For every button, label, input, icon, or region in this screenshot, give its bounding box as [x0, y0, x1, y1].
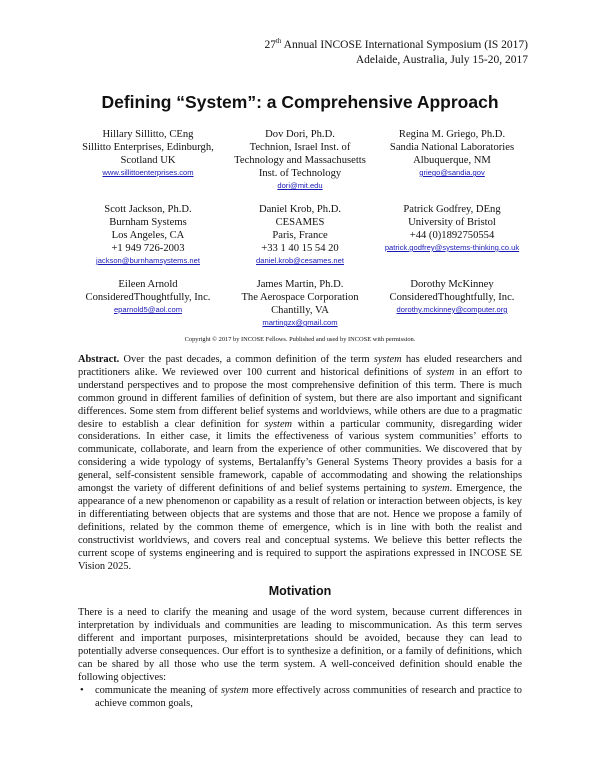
author-affiliation-line: Paris, France: [272, 230, 328, 241]
author-affiliation-line: Scotland UK: [120, 155, 176, 166]
author-affiliation-line: +33 1 40 15 54 20: [261, 243, 339, 254]
conference-header: 27th Annual INCOSE International Symposi…: [264, 34, 528, 68]
italic-term: system: [264, 418, 293, 430]
author-affiliation-line: Technion, Israel Inst. of: [249, 142, 351, 153]
author-email-link[interactable]: dori@mit.edu: [277, 181, 323, 190]
author-affiliation-line: Chantilly, VA: [271, 305, 329, 316]
conference-line-2: Adelaide, Australia, July 15-20, 2017: [355, 53, 528, 66]
author-name: Hillary Sillitto, CEng: [102, 129, 194, 140]
author-block: Daniel Krob, Ph.D. CESAMES Paris, France +3…: [224, 203, 376, 266]
section-heading-motivation: Motivation: [268, 584, 332, 598]
author-block: Regina M. Griego, Ph.D. Sandia National L…: [376, 128, 528, 191]
author-name: James Martin, Ph.D.: [256, 279, 344, 290]
author-affiliation-line: Albuquerque, NM: [413, 155, 491, 166]
text-run: within a particular community, disregard…: [78, 418, 522, 495]
author-email-link[interactable]: dorothy.mckinney@computer.org: [396, 305, 508, 314]
author-email-link[interactable]: martingzx@gmail.com: [262, 318, 338, 327]
text-run: in an effort to understand perspectives …: [78, 366, 523, 430]
copyright-notice: Copyright © 2017 by INCOSE Fellows. Publ…: [184, 336, 416, 343]
objectives-list: • communicate the meaning of system more …: [78, 685, 522, 711]
author-name: Dov Dori, Ph.D.: [265, 129, 335, 140]
author-name: Patrick Godfrey, DEng: [403, 204, 501, 215]
author-name: Eileen Arnold: [118, 279, 178, 290]
paper-title: Defining “System”: a Comprehensive Appro…: [101, 92, 499, 112]
author-affiliation-line: Technology and Massachusetts: [234, 155, 366, 166]
author-affiliation-line: ConsideredThoughtfully, Inc.: [389, 292, 515, 303]
text-run: has eluded researchers and practitioners…: [78, 354, 522, 378]
italic-term: system: [220, 685, 249, 696]
author-affiliation-line: Sillitto Enterprises, Edinburgh,: [82, 142, 214, 153]
text-run: more effectively across communities of r…: [95, 685, 523, 709]
author-affiliation-line: University of Bristol: [408, 217, 496, 228]
author-email-link[interactable]: eparnold5@aol.com: [113, 305, 183, 314]
bullet-icon: •: [80, 685, 84, 696]
author-email-link[interactable]: www.sillittoenterprises.com: [102, 168, 194, 177]
motivation-paragraph: There is a need to clarify the meaning a…: [78, 607, 522, 683]
author-name: Dorothy McKinney: [410, 279, 494, 290]
author-name: Scott Jackson, Ph.D.: [104, 204, 192, 215]
conference-name: Annual INCOSE International Symposium (I…: [281, 38, 528, 51]
abstract-paragraph: Abstract. Over the past decades, a commo…: [78, 354, 522, 573]
author-email-link[interactable]: griego@sandia.gov: [419, 168, 485, 177]
author-block: Dov Dori, Ph.D. Technion, Israel Inst. of…: [224, 128, 376, 191]
author-affiliation-line: Los Angeles, CA: [111, 230, 185, 241]
italic-term: system: [426, 366, 455, 378]
conference-ordinal-suffix: th: [275, 37, 282, 45]
author-email-link[interactable]: patrick.godfrey@systems-thinking.co.uk: [384, 243, 520, 252]
author-affiliation-line: Inst. of Technology: [258, 168, 342, 179]
text-run: Over the past decades, a common definiti…: [119, 354, 374, 365]
author-name: Regina M. Griego, Ph.D.: [398, 129, 506, 140]
italic-term: system: [421, 483, 450, 495]
author-affiliation-line: ConsideredThoughtfully, Inc.: [85, 292, 211, 303]
text-run: communicate the meaning of: [95, 685, 221, 696]
author-affiliation-line: CESAMES: [275, 217, 325, 228]
author-affiliation-line: +44 (0)1892750554: [409, 230, 495, 241]
author-affiliation-line: +1 949 726-2003: [111, 243, 185, 254]
author-affiliation-line: Sandia National Laboratories: [389, 142, 515, 153]
author-affiliation-line: Burnham Systems: [109, 217, 187, 228]
author-email-link[interactable]: daniel.krob@cesames.net: [256, 256, 344, 265]
italic-term: system: [373, 354, 402, 365]
list-item: • communicate the meaning of system more …: [78, 685, 522, 711]
conference-ordinal: 27: [264, 38, 276, 51]
abstract-label: Abstract.: [78, 354, 120, 365]
author-block: James Martin, Ph.D. The Aerospace Corpora…: [224, 278, 376, 328]
author-name: Daniel Krob, Ph.D.: [258, 204, 342, 215]
author-affiliation-line: The Aerospace Corporation: [241, 292, 359, 303]
conference-line-1: 27th Annual INCOSE International Symposi…: [264, 34, 528, 53]
text-run: . Emergence, the appearance of a new phe…: [78, 483, 523, 572]
author-email-link[interactable]: jackson@burnhamsystems.net: [96, 256, 200, 265]
